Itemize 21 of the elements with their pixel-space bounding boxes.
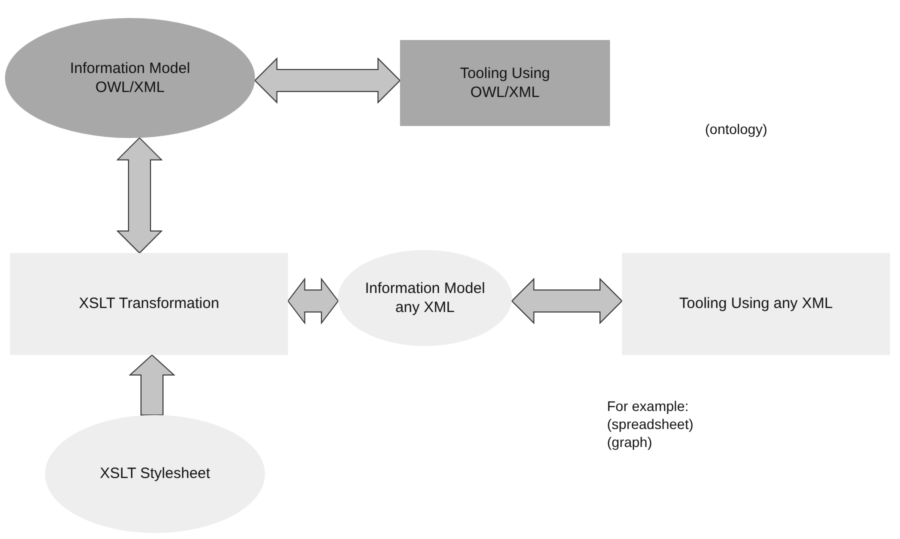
- double-block-arrow: [254, 57, 401, 104]
- process-box: [622, 253, 890, 355]
- note-text: (ontology): [705, 120, 768, 138]
- node-label: XSLT Transformation: [78, 294, 220, 314]
- ellipse-node: [5, 18, 255, 138]
- node-label: Information Model OWL/XML: [68, 58, 192, 98]
- double-block-arrow: [116, 137, 163, 254]
- process-box: [10, 253, 288, 355]
- node-label: Tooling Using any XML: [679, 294, 833, 314]
- ellipse-node: [45, 415, 265, 533]
- double-block-arrow: [287, 278, 339, 324]
- block-arrow: [128, 354, 176, 416]
- note-text: (spreadsheet): [607, 415, 694, 434]
- node-label: Information Model any XML: [364, 278, 486, 318]
- process-box: [400, 40, 610, 126]
- double-block-arrow: [511, 278, 623, 324]
- note-text: (graph): [607, 433, 652, 452]
- node-label: Tooling Using OWL/XML: [458, 64, 552, 102]
- ellipse-node: [338, 250, 512, 346]
- note-text: For example:: [607, 397, 689, 416]
- node-label: XSLT Stylesheet: [100, 464, 210, 484]
